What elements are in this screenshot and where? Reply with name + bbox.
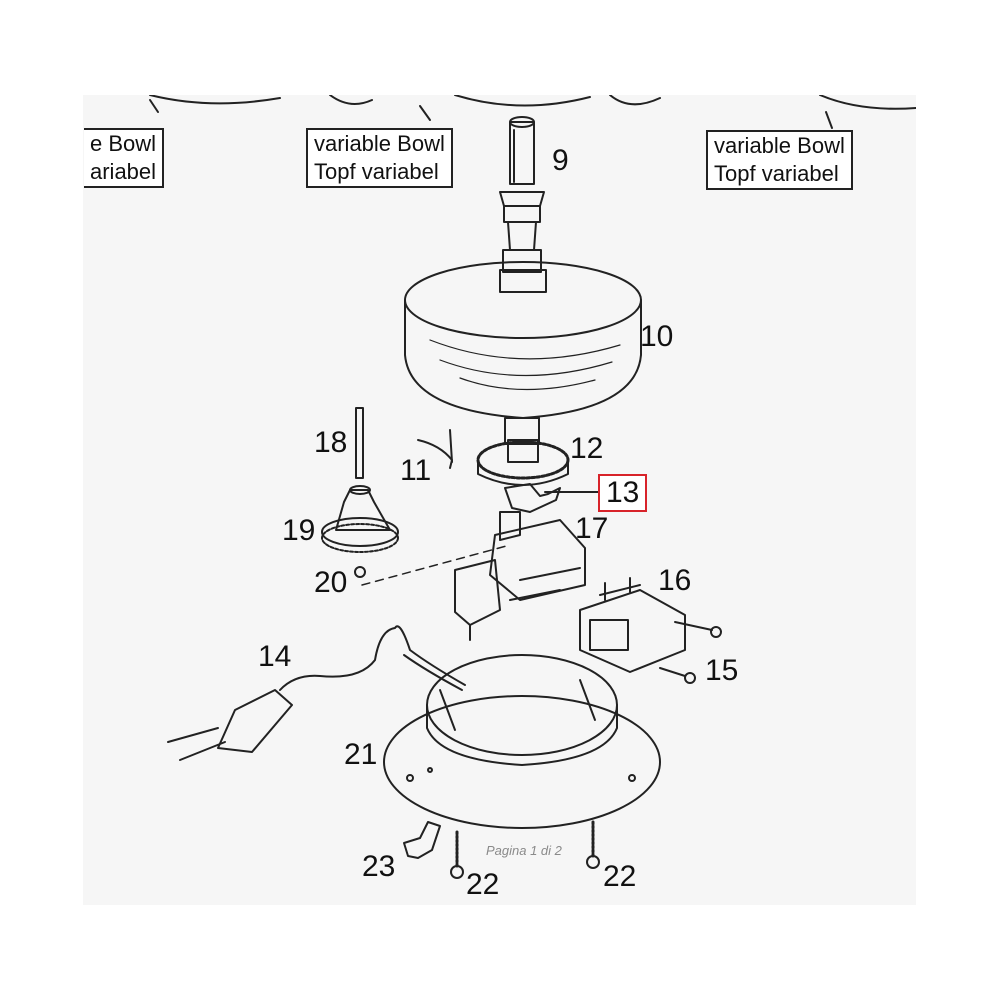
part-14-power-cord [167, 625, 466, 761]
part-18-pin [355, 407, 364, 479]
part-9-shaft [499, 116, 545, 273]
part-label-15: 15 [705, 654, 739, 687]
callout-right-line2: Topf variabel [714, 161, 839, 186]
part-label-14: 14 [258, 640, 292, 673]
part-label-18: 18 [314, 426, 348, 459]
part-label-16: 16 [658, 564, 692, 597]
callout-right-bowl: variable Bowl Topf variabel [706, 130, 853, 190]
part-17-switch [454, 511, 586, 641]
part-15-screws [659, 621, 722, 684]
part-label-20: 20 [314, 566, 348, 599]
part-label-9: 9 [552, 144, 569, 177]
part-16-coil [579, 577, 686, 673]
part-label-19: 19 [282, 514, 316, 547]
callout-middle-bowl: variable Bowl Topf variabel [306, 128, 453, 188]
callout-middle-line1: variable Bowl [314, 131, 445, 156]
part-21-base-housing [383, 654, 661, 829]
part-19-cone-gear [321, 485, 399, 553]
part-label-21: 21 [344, 738, 378, 771]
part-label-22-right: 22 [603, 860, 637, 893]
callout-middle-line2: Topf variabel [314, 159, 439, 184]
part-label-11: 11 [400, 454, 432, 487]
callout-left-line2: ariabel [90, 159, 157, 184]
page-number: Pagina 1 di 2 [486, 843, 562, 858]
part-label-10: 10 [640, 320, 674, 353]
part-11-clip [417, 429, 453, 469]
callout-left-line1: e Bowl [90, 131, 157, 156]
part-23-cord-clip [403, 821, 441, 859]
bowl-top-outlines [149, 95, 916, 110]
part-label-17: 17 [575, 512, 609, 545]
diagram-drawing [149, 95, 916, 879]
part-12-gear [476, 439, 570, 486]
part-label-13-highlighted: 13 [598, 474, 648, 512]
part-label-12: 12 [570, 432, 604, 465]
part-22-screws [450, 820, 600, 879]
part-13-lever [504, 483, 599, 513]
part-20-washer [354, 566, 366, 578]
exploded-parts-diagram [83, 95, 916, 905]
callout-left-bowl: e Bowl ariabel [84, 128, 165, 188]
part-label-23: 23 [362, 850, 396, 883]
part-10-drive-plate [404, 261, 642, 445]
part-label-22-left: 22 [466, 868, 500, 901]
callout-right-line1: variable Bowl [714, 133, 845, 158]
